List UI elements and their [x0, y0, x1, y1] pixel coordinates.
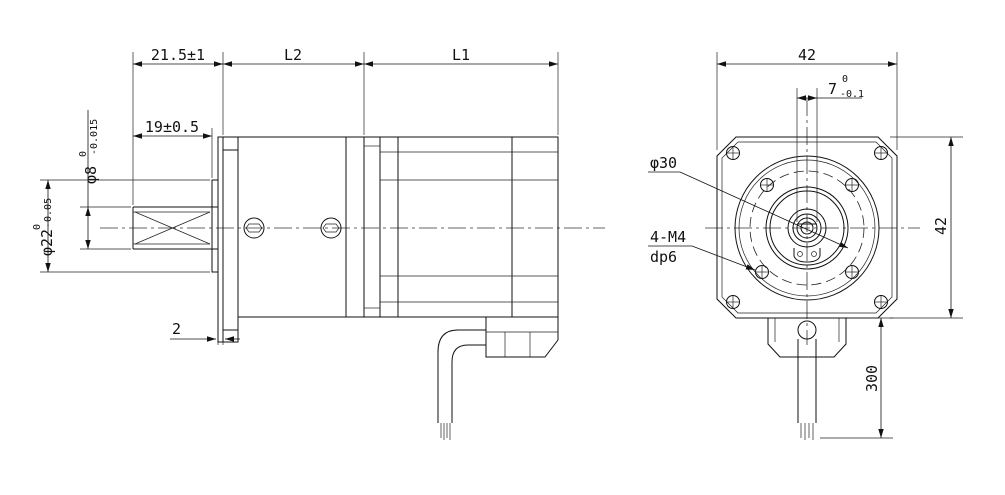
pilot-boss-face [765, 186, 849, 270]
keyway-main: 7 [828, 80, 837, 98]
output-shaft [132, 206, 212, 250]
flange-thickness-label: 2 [172, 320, 181, 338]
dim-flange-to-shaft-end: 21.5±1 [133, 46, 223, 67]
front-connector [767, 318, 847, 358]
shaft-dia-tol-upper: 0 [78, 151, 89, 157]
dim-gearbox-length: L2 [223, 46, 364, 67]
gearbox-flange [217, 136, 224, 343]
dim-motor-length: L1 [364, 46, 558, 67]
gearbox-round-face [734, 155, 880, 301]
dim-shaft-length: 19±0.5 [133, 118, 212, 139]
dim-flange-thickness: 2 [170, 320, 240, 345]
cable-gland [485, 317, 559, 358]
keyway-tol-lower: -0.1 [840, 89, 864, 100]
dim-shaft-length-label: 19±0.5 [145, 118, 199, 136]
bolt-circle-phi30 [749, 170, 865, 286]
shaft-dia-tol-lower: -0.015 [89, 119, 100, 155]
dim-motor-length-label: L1 [452, 46, 470, 64]
m4-hole-1 [760, 178, 774, 192]
dim-flange-width: 42 [716, 46, 898, 150]
thread-depth-label: dp6 [650, 248, 677, 266]
wire-length-label: 300 [863, 365, 881, 392]
dim-bolt-circle: φ30 [648, 154, 849, 249]
shaft-dia-main: φ8 [82, 166, 100, 184]
pilot-dia-main: φ22 [38, 229, 56, 256]
pilot-dia-tol-upper: 0 [32, 224, 43, 230]
front-cable [797, 339, 817, 440]
gearbox-screw-2 [320, 217, 342, 239]
pilot-boss [211, 179, 219, 273]
corner-hole-br [874, 295, 888, 309]
dim-gearbox-length-label: L2 [284, 46, 302, 64]
corner-hole-bl [726, 295, 740, 309]
dim-keyway: 7 0 -0.1 [796, 74, 864, 222]
pilot-dia-tol-lower: -0.05 [43, 198, 54, 228]
dim-flange-height: 42 [890, 136, 963, 319]
corner-hole-tl [726, 146, 740, 160]
m4-hole-3 [755, 265, 769, 279]
flange-width-label: 42 [798, 46, 816, 64]
gearbox-screw-1 [243, 217, 265, 239]
dim-shaft-diameter: φ8 0 -0.015 [78, 110, 131, 250]
bolt-circle-label: φ30 [650, 154, 677, 172]
motor-body [363, 136, 559, 318]
front-view: 42 7 0 -0.1 φ30 4-M4 dp6 [648, 46, 963, 440]
m4-hole-2 [845, 178, 859, 192]
dim-thread-holes: 4-M4 dp6 [648, 228, 756, 271]
output-shaft-face [796, 217, 818, 239]
m4-hole-4 [845, 265, 859, 279]
flange-height-label: 42 [932, 217, 950, 235]
gearbox-body [222, 136, 365, 343]
thread-spec-label: 4-M4 [650, 228, 686, 246]
dim-wire-length: 300 [820, 317, 893, 439]
dim-flange-to-shaft-end-label: 21.5±1 [151, 46, 205, 64]
keyway-tol-upper: 0 [842, 74, 848, 85]
corner-hole-tr [874, 146, 888, 160]
dim-pilot-diameter: φ22 0 -0.05 [32, 179, 210, 273]
motor-cable [437, 329, 486, 440]
side-view: 21.5±1 L2 L1 19±0.5 φ8 0 -0.015 [32, 46, 605, 440]
